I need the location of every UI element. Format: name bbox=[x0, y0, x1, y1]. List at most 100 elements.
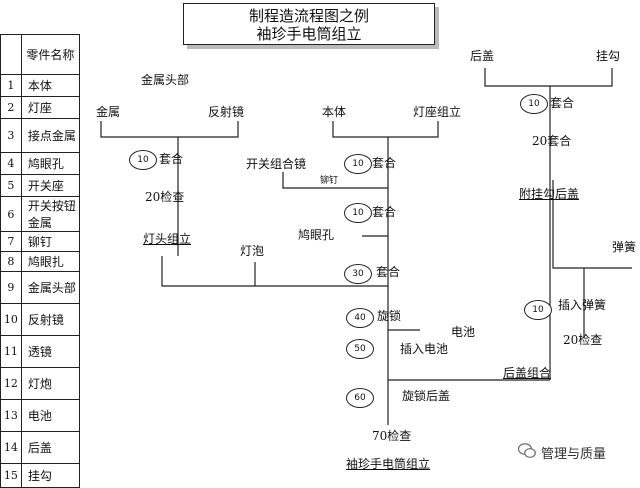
part-name: 透镜 bbox=[20, 335, 81, 368]
body-inspect: 70检查 bbox=[372, 429, 412, 443]
body-eyelet: 鸠眼孔 bbox=[298, 228, 335, 242]
body-op1-label: 套合 bbox=[372, 156, 397, 170]
body-op2-label: 套合 bbox=[372, 205, 397, 219]
head-bulb: 灯泡 bbox=[240, 244, 265, 258]
body-op2-number: 10 bbox=[344, 203, 372, 223]
back-op1-label: 套合 bbox=[550, 96, 575, 110]
part-no: 5 bbox=[0, 174, 22, 197]
part-no: 3 bbox=[0, 118, 22, 153]
table-header-name: 零件名称 bbox=[20, 34, 81, 75]
part-no: 4 bbox=[0, 152, 22, 175]
part-name: 电池 bbox=[20, 399, 81, 432]
title-line-1: 制程造流程图之例 bbox=[248, 7, 369, 25]
part-name: 后盖 bbox=[20, 431, 81, 464]
part-name: 挂勾 bbox=[20, 463, 81, 488]
body-input-main: 本体 bbox=[322, 105, 347, 119]
body-input-lamp-seat: 灯座组立 bbox=[413, 105, 462, 119]
back-op2-label: 20套合 bbox=[532, 134, 572, 148]
part-name: 鸠眼扎 bbox=[20, 251, 81, 272]
body-op1-number: 10 bbox=[344, 154, 372, 174]
back-merge-line bbox=[484, 68, 613, 87]
body-op4-label: 旋锁 bbox=[377, 309, 402, 323]
body-op4-number: 40 bbox=[346, 308, 374, 328]
back-inspect: 20检查 bbox=[563, 333, 603, 347]
back-input-cover: 后盖 bbox=[470, 49, 495, 63]
part-no: 11 bbox=[0, 335, 22, 368]
part-no: 10 bbox=[0, 303, 22, 336]
part-no: 6 bbox=[0, 196, 22, 232]
back-spring: 弹簧 bbox=[612, 240, 637, 254]
head-merge-line bbox=[100, 121, 239, 138]
wechat-icon bbox=[518, 443, 536, 458]
part-no: 14 bbox=[0, 431, 22, 464]
part-no: 12 bbox=[0, 367, 22, 400]
body-op6-label: 旋锁后盖 bbox=[402, 389, 451, 403]
body-merge-line bbox=[332, 121, 439, 138]
body-battery: 电池 bbox=[451, 325, 476, 339]
part-no: 9 bbox=[0, 271, 22, 304]
part-no: 7 bbox=[0, 231, 22, 252]
part-name: 铆钉 bbox=[20, 231, 81, 252]
back-op3-label: 插入弹簧 bbox=[558, 298, 607, 312]
spring-line bbox=[552, 180, 632, 269]
part-name: 金属头部 bbox=[20, 271, 81, 304]
head-group-label: 金属头部 bbox=[141, 73, 190, 87]
body-op5-number: 50 bbox=[346, 339, 374, 359]
part-no: 1 bbox=[0, 74, 22, 97]
part-name: 接点金属 bbox=[20, 118, 81, 153]
body-result: 袖珍手电筒组立 bbox=[346, 457, 431, 471]
part-name: 灯炮 bbox=[20, 367, 81, 400]
part-name: 灯座 bbox=[20, 96, 81, 119]
head-input-reflector: 反射镜 bbox=[208, 105, 245, 119]
watermark-text: 管理与质量 bbox=[541, 447, 607, 462]
part-name: 开关座 bbox=[20, 174, 81, 197]
part-no: 15 bbox=[0, 463, 22, 488]
back-op3-number: 10 bbox=[524, 300, 552, 320]
body-op5-label: 插入电池 bbox=[400, 342, 449, 356]
body-op6-number: 60 bbox=[346, 388, 374, 408]
body-op3-label: 套合 bbox=[376, 265, 401, 279]
title-line-2: 袖珍手电筒组立 bbox=[256, 25, 362, 43]
body-back-assembly: 后盖组合 bbox=[503, 366, 552, 380]
table-header-row: 零件名称 bbox=[0, 34, 81, 75]
back-result: 附挂勾后盖 bbox=[519, 187, 580, 201]
part-no: 8 bbox=[0, 251, 22, 272]
part-no: 13 bbox=[0, 399, 22, 432]
part-name: 鸠眼孔 bbox=[20, 152, 81, 175]
body-rivet: 铆钉 bbox=[320, 176, 339, 186]
head-op1-label: 套合 bbox=[159, 152, 184, 166]
back-op1-number: 10 bbox=[520, 94, 548, 114]
body-op3-number: 30 bbox=[344, 264, 372, 284]
bulb-line bbox=[161, 256, 388, 287]
head-op1-number: 10 bbox=[129, 150, 157, 170]
head-result: 灯头组立 bbox=[143, 232, 192, 246]
part-name: 本体 bbox=[20, 74, 81, 97]
part-no: 2 bbox=[0, 96, 22, 119]
part-name: 开关按钮金属 bbox=[20, 196, 81, 232]
head-inspect: 20检查 bbox=[145, 190, 185, 204]
body-switch: 开关组合镜 bbox=[246, 157, 307, 171]
part-name: 反射镜 bbox=[20, 303, 81, 336]
table-header-no bbox=[0, 34, 22, 75]
switch-line bbox=[282, 172, 388, 189]
back-input-hook: 挂勾 bbox=[596, 49, 621, 63]
title-box: 制程造流程图之例 袖珍手电筒组立 bbox=[183, 3, 435, 45]
head-input-metal: 金属 bbox=[96, 105, 121, 119]
